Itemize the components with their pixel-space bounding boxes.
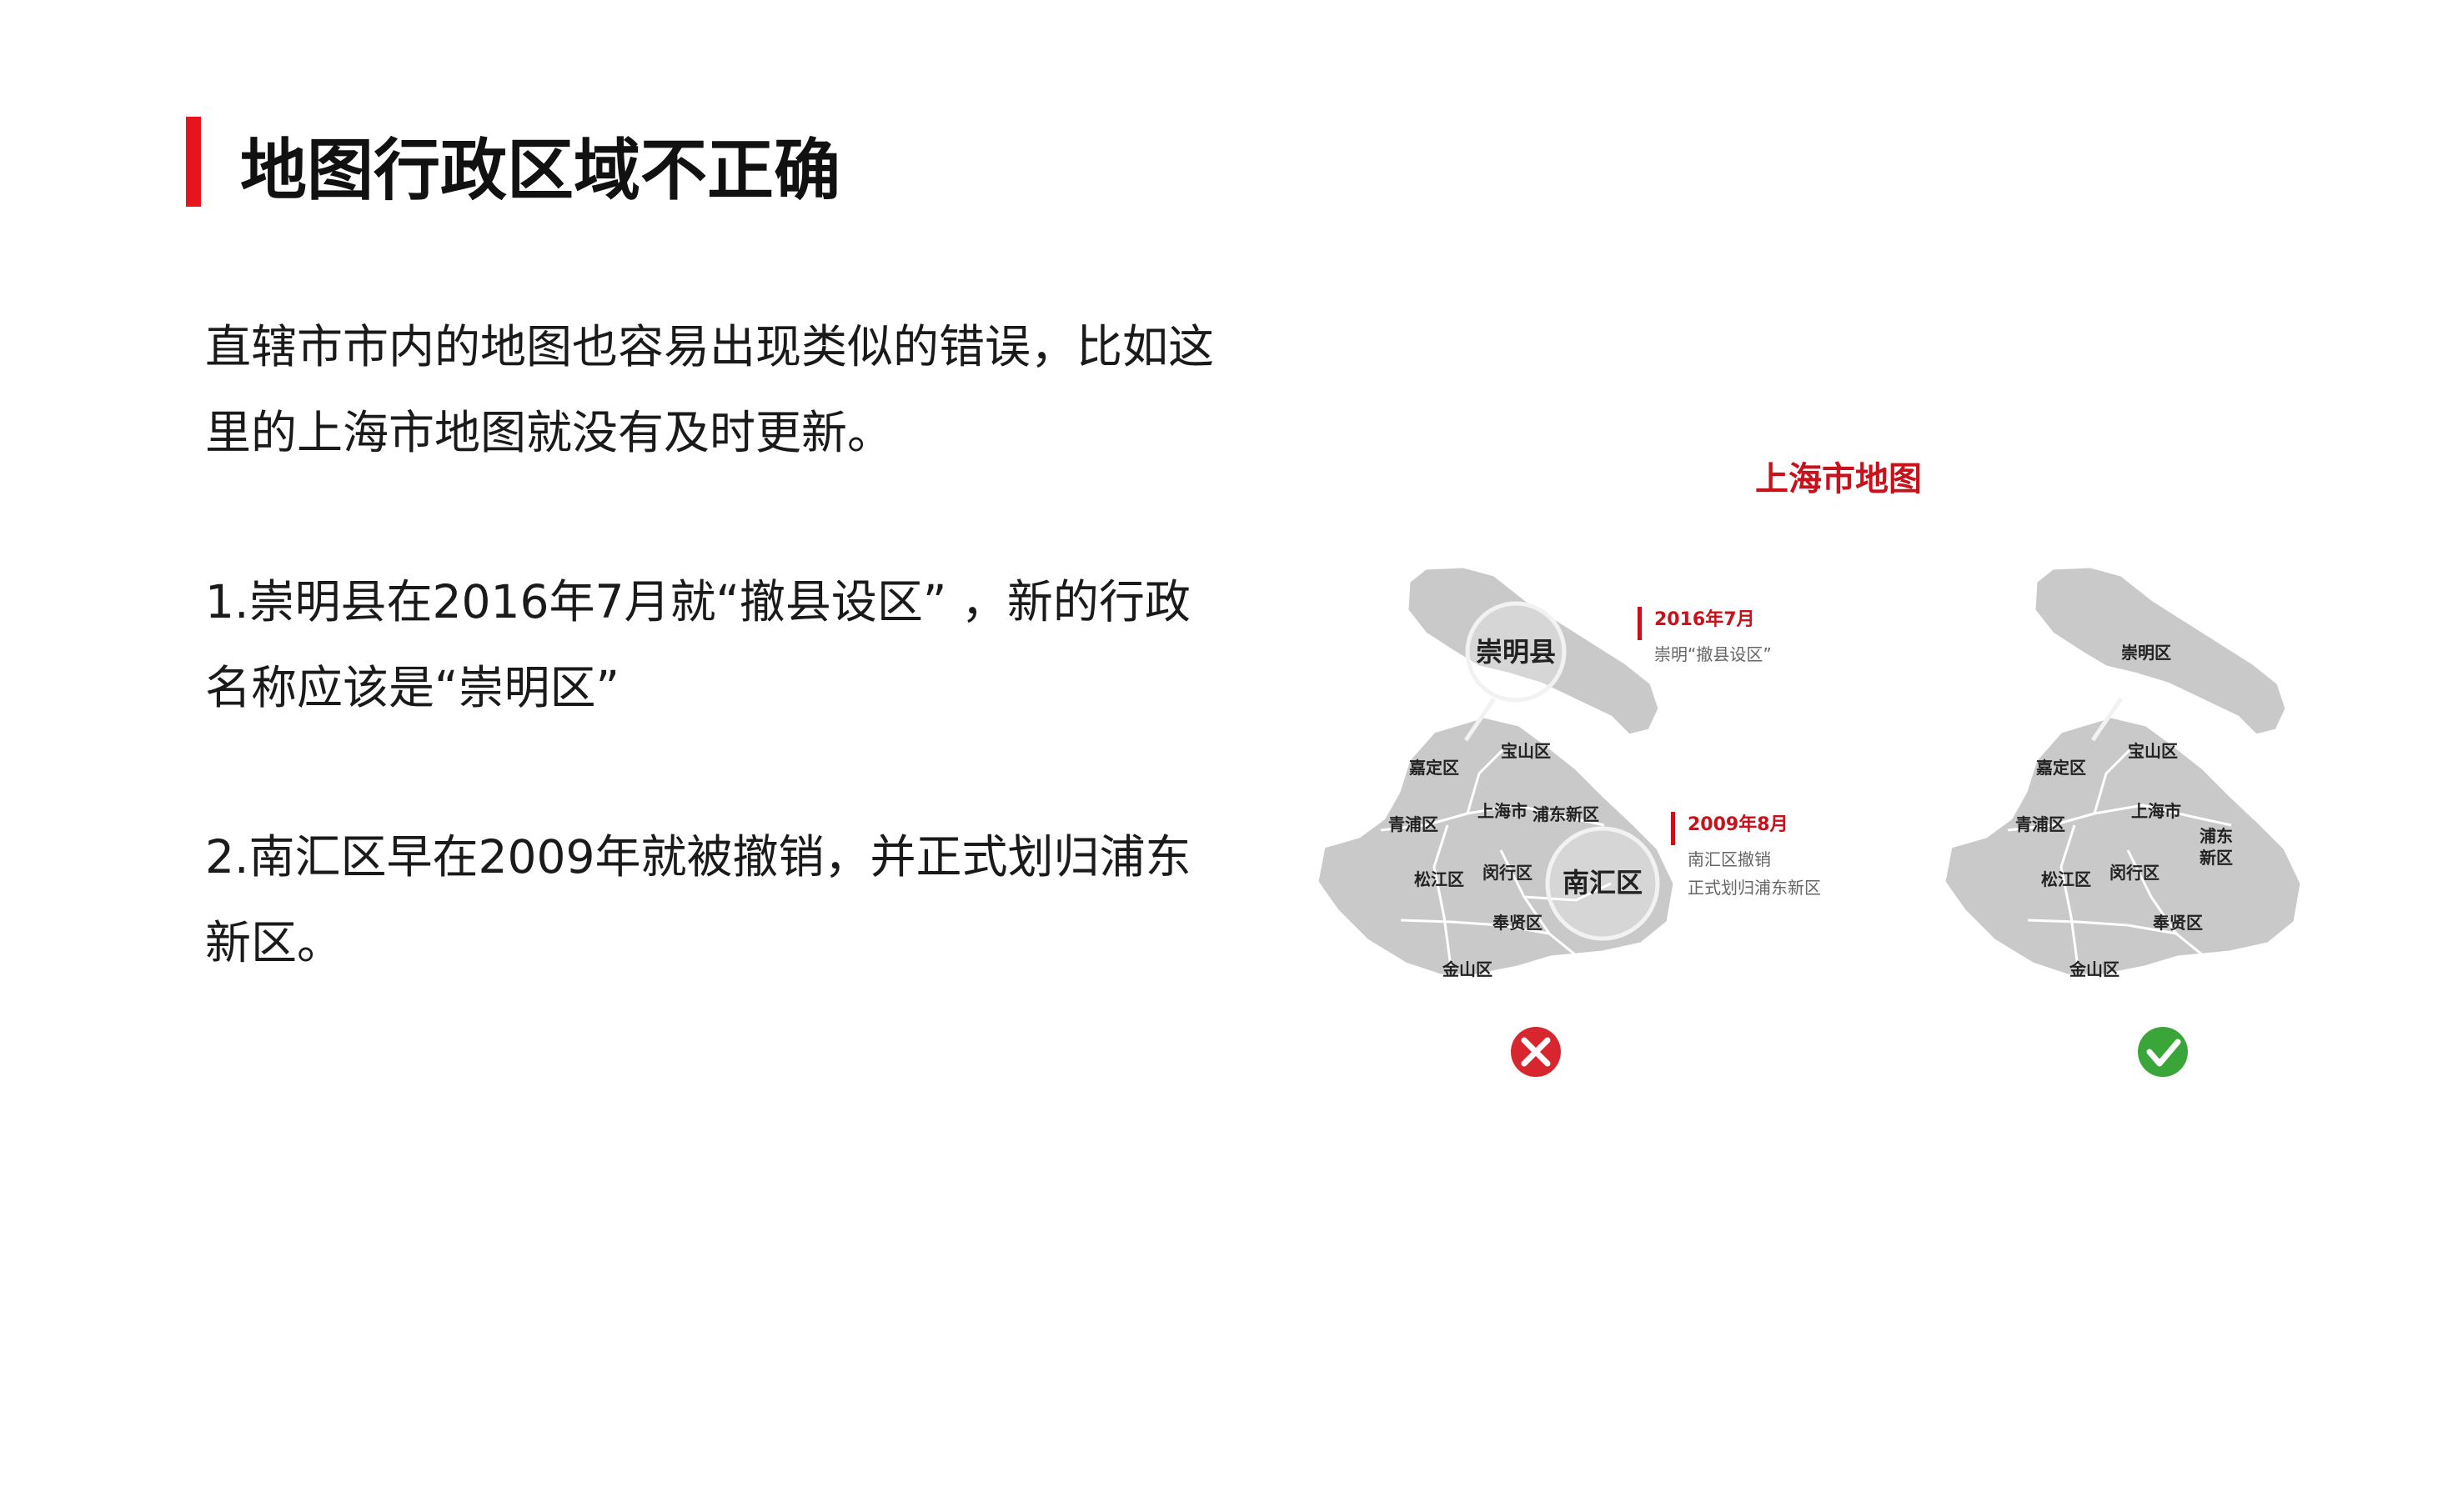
label-baoshan: 宝山区 — [1501, 741, 1551, 761]
label-pudong: 浦东新区 — [1532, 804, 1599, 824]
check-circle-icon — [2138, 1027, 2188, 1077]
cross-circle-icon — [1511, 1027, 1561, 1077]
label-baoshan-correct: 宝山区 — [2128, 741, 2178, 761]
body-text: 直辖市市内的地图也容易出现类似的错误，比如这里的上海市地图就没有及时更新。 1.… — [205, 304, 1231, 986]
note-date-2009: 2009年8月 — [1688, 814, 1788, 835]
map-wrong: 崇明县 宝山区 嘉定区 上海市 浦东新区 青浦区 松江区 闵行区 南汇区 奉贤区… — [1316, 565, 1821, 1077]
map-right: 崇明区 宝山区 嘉定区 上海市 浦东 新区 青浦区 松江区 闵行区 奉贤区 金山… — [1943, 565, 2303, 1077]
note-text-2016: 崇明“撤县设区” — [1654, 644, 1772, 664]
label-chongming-district: 崇明区 — [2121, 643, 2171, 663]
note-text-2009-b: 正式划归浦东新区 — [1688, 878, 1821, 898]
note-text-2009-a: 南汇区撤销 — [1688, 849, 1771, 869]
mainland — [1316, 715, 1676, 977]
label-jinshan: 金山区 — [1442, 959, 1492, 979]
label-songjiang-correct: 松江区 — [2041, 869, 2091, 889]
highlight-circle-chongming — [1465, 601, 1567, 703]
label-qingpu: 青浦区 — [1388, 814, 1438, 834]
label-minhang-correct: 闵行区 — [2109, 863, 2160, 883]
mainland-correct — [1943, 715, 2303, 977]
page-title: 地图行政区域不正确 — [240, 132, 840, 209]
label-shanghaishi-correct: 上海市 — [2131, 801, 2181, 821]
paragraph-point-1: 1.崇明县在2016年7月就“撤县设区” ，新的行政名称应该是“崇明区” — [205, 575, 1191, 714]
label-pudong-line1: 浦东 — [2200, 826, 2233, 846]
chongming-island-correct — [2033, 565, 2288, 737]
title-accent-bar — [186, 117, 201, 207]
note-date-2016: 2016年7月 — [1654, 608, 1755, 630]
map-title: 上海市地图 — [1755, 460, 1922, 498]
label-nanhui: 南汇区 — [1563, 867, 1643, 899]
paragraph-intro: 直辖市市内的地图也容易出现类似的错误，比如这里的上海市地图就没有及时更新。 — [205, 320, 1215, 459]
paragraph-point-2: 2.南汇区早在2009年就被撤销，并正式划归浦东新区。 — [205, 830, 1191, 969]
map-comparison-svg: 上海市地图 崇明县 宝山区 嘉定区 上海市 浦东新区 青浦区 松江区 — [1316, 460, 2303, 1077]
label-chongming-county: 崇明县 — [1476, 636, 1556, 668]
highlight-circle-nanhui — [1545, 826, 1660, 941]
label-fengxian-correct: 奉贤区 — [2152, 913, 2203, 933]
label-fengxian: 奉贤区 — [1492, 913, 1543, 933]
label-jinshan-correct: 金山区 — [2069, 959, 2119, 979]
label-jiading-correct: 嘉定区 — [2035, 758, 2086, 778]
label-jiading: 嘉定区 — [1408, 758, 1459, 778]
chongming-island — [1406, 565, 1661, 737]
label-shanghaishi: 上海市 — [1477, 801, 1527, 821]
label-qingpu-correct: 青浦区 — [2015, 814, 2065, 834]
note-bar-1 — [1638, 607, 1642, 640]
label-pudong-line2: 新区 — [2200, 848, 2233, 868]
label-minhang: 闵行区 — [1482, 863, 1532, 883]
shanghai-map-figure: 上海市地图 崇明县 宝山区 嘉定区 上海市 浦东新区 青浦区 松江区 — [1301, 433, 2418, 1100]
note-bar-2 — [1671, 812, 1675, 845]
label-songjiang: 松江区 — [1414, 869, 1464, 889]
